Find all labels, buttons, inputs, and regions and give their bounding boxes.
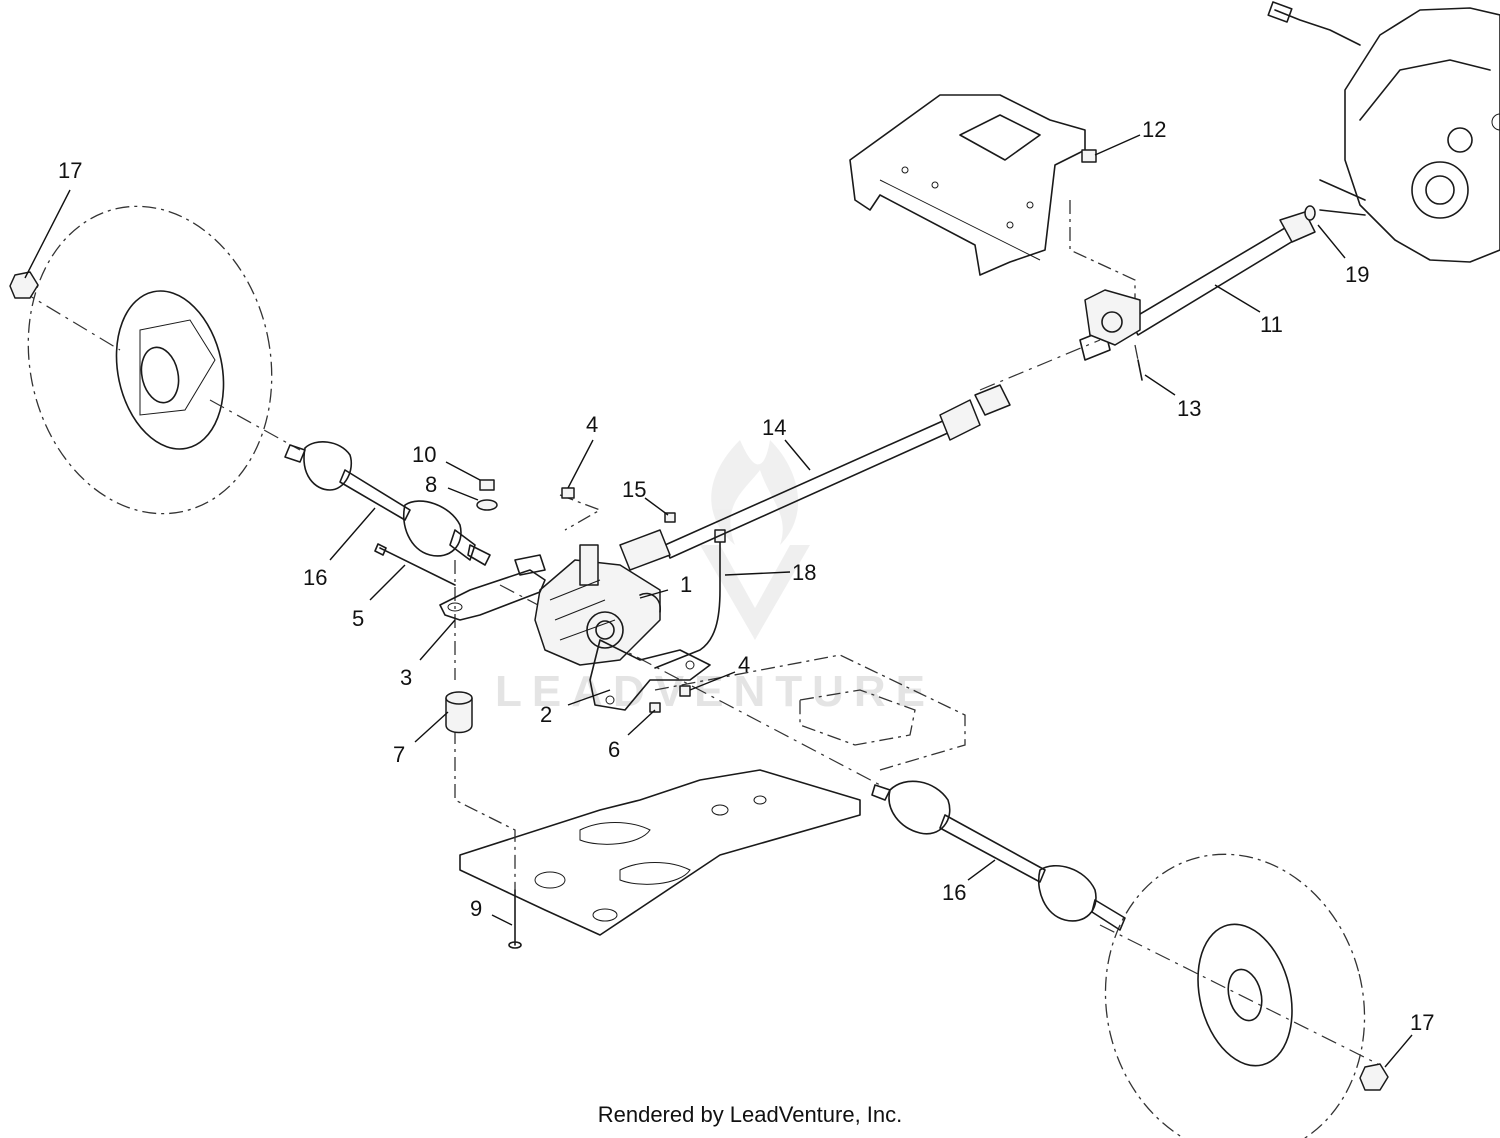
left-wheel bbox=[27, 205, 273, 515]
callout-10: 10 bbox=[412, 442, 436, 467]
callout-4-lower: 4 bbox=[738, 652, 750, 677]
watermark-logo bbox=[700, 440, 810, 640]
callout-8: 8 bbox=[425, 472, 437, 497]
lug-nuts bbox=[9, 271, 1389, 1091]
leader-lines bbox=[24, 134, 1413, 1068]
transmission bbox=[1267, 1, 1500, 263]
footer-credit: Rendered by LeadVenture, Inc. bbox=[597, 1102, 903, 1127]
floor-plate bbox=[459, 654, 966, 936]
callout-2: 2 bbox=[540, 702, 552, 727]
watermark-text: LEADVENTURE bbox=[495, 667, 935, 716]
callout-3: 3 bbox=[400, 665, 412, 690]
callout-12: 12 bbox=[1142, 117, 1166, 142]
callout-17-right: 17 bbox=[1410, 1010, 1434, 1035]
callout-4-upper: 4 bbox=[586, 412, 598, 437]
differential-bracket-lower bbox=[589, 639, 711, 711]
assembly-centerlines bbox=[19, 200, 1381, 1066]
callout-18: 18 bbox=[792, 560, 816, 585]
right-wheel bbox=[1104, 853, 1366, 1138]
callout-16-right: 16 bbox=[942, 880, 966, 905]
callout-14: 14 bbox=[762, 415, 786, 440]
washer-and-nut bbox=[476, 479, 498, 511]
long-bolt bbox=[374, 543, 456, 586]
left-cv-axle bbox=[284, 441, 491, 566]
callout-11: 11 bbox=[1260, 312, 1283, 337]
callout-15: 15 bbox=[622, 477, 646, 502]
callout-7: 7 bbox=[393, 742, 405, 767]
right-cv-axle bbox=[871, 780, 1126, 931]
callout-9: 9 bbox=[470, 896, 482, 921]
small-fasteners bbox=[561, 487, 691, 713]
mounting-bracket-upper bbox=[849, 94, 1086, 276]
callout-17-left: 17 bbox=[58, 158, 82, 183]
front-driveshaft bbox=[619, 384, 1011, 571]
callout-1: 1 bbox=[680, 572, 692, 597]
front-differential bbox=[534, 544, 661, 666]
callout-6: 6 bbox=[608, 737, 620, 762]
callout-19: 19 bbox=[1345, 262, 1369, 287]
bearing-hardware bbox=[1081, 149, 1316, 381]
differential-bracket-upper bbox=[439, 554, 546, 621]
bolt-9 bbox=[508, 889, 522, 949]
callout-16-left: 16 bbox=[303, 565, 327, 590]
callout-13: 13 bbox=[1177, 396, 1201, 421]
callout-labels: 1 2 3 4 4 5 6 7 8 9 10 11 12 13 14 15 16… bbox=[58, 117, 1434, 1035]
callout-5: 5 bbox=[352, 606, 364, 631]
rubber-mount bbox=[445, 691, 473, 734]
